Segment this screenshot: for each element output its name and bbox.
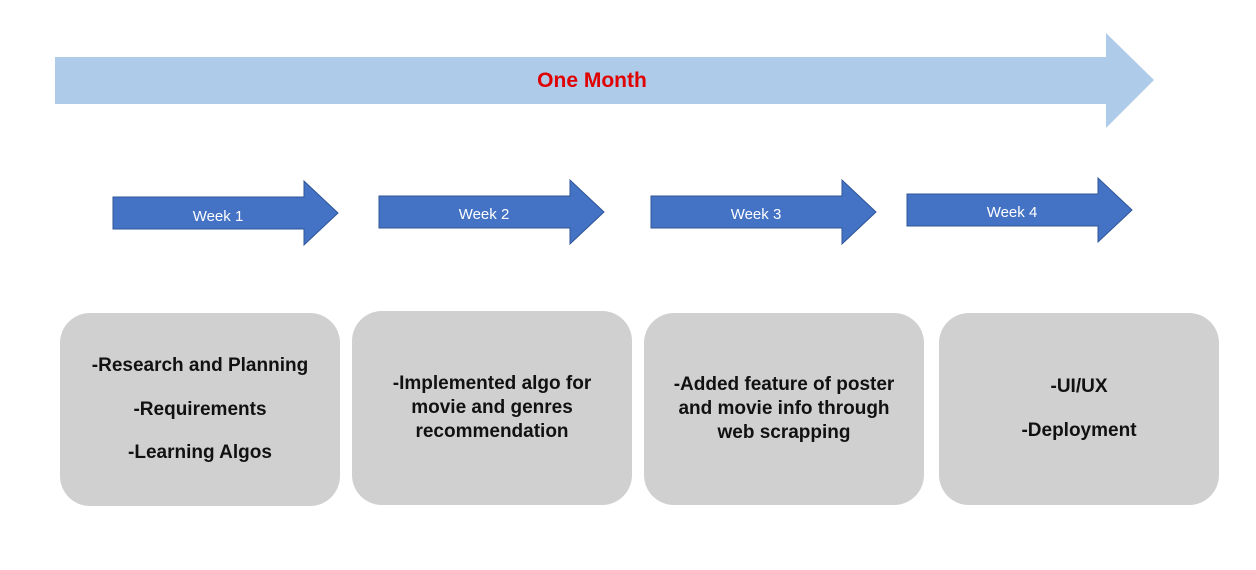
task-item: -Implemented algo for movie and genres r…	[392, 373, 592, 442]
week-3-tasks-box: -Added feature of poster and movie info …	[644, 313, 924, 505]
week-4-tasks-box: -UI/UX -Deployment	[939, 313, 1219, 505]
task-item: -Learning Algos	[128, 442, 272, 464]
week-1-label: Week 1	[193, 208, 244, 225]
task-item: -UI/UX	[1050, 376, 1108, 398]
task-item: -Research and Planning	[91, 354, 309, 376]
task-item: -Requirements	[133, 398, 267, 420]
week-3-label: Week 3	[731, 206, 782, 223]
month-title: One Month	[537, 69, 647, 92]
week-3-arrow	[650, 178, 877, 246]
week-1-arrow	[112, 179, 339, 247]
week-1-tasks-box: -Research and Planning -Requirements -Le…	[60, 313, 340, 506]
week-2-tasks-box: -Implemented algo for movie and genres r…	[352, 311, 632, 505]
week-4-label: Week 4	[987, 204, 1038, 221]
week-4-arrow	[906, 176, 1133, 244]
task-item: -Deployment	[1021, 420, 1137, 441]
month-arrow	[55, 33, 1154, 128]
week-2-arrow	[378, 178, 605, 246]
week-2-label: Week 2	[459, 206, 510, 223]
task-item: -Added feature of poster and movie info …	[673, 374, 895, 443]
